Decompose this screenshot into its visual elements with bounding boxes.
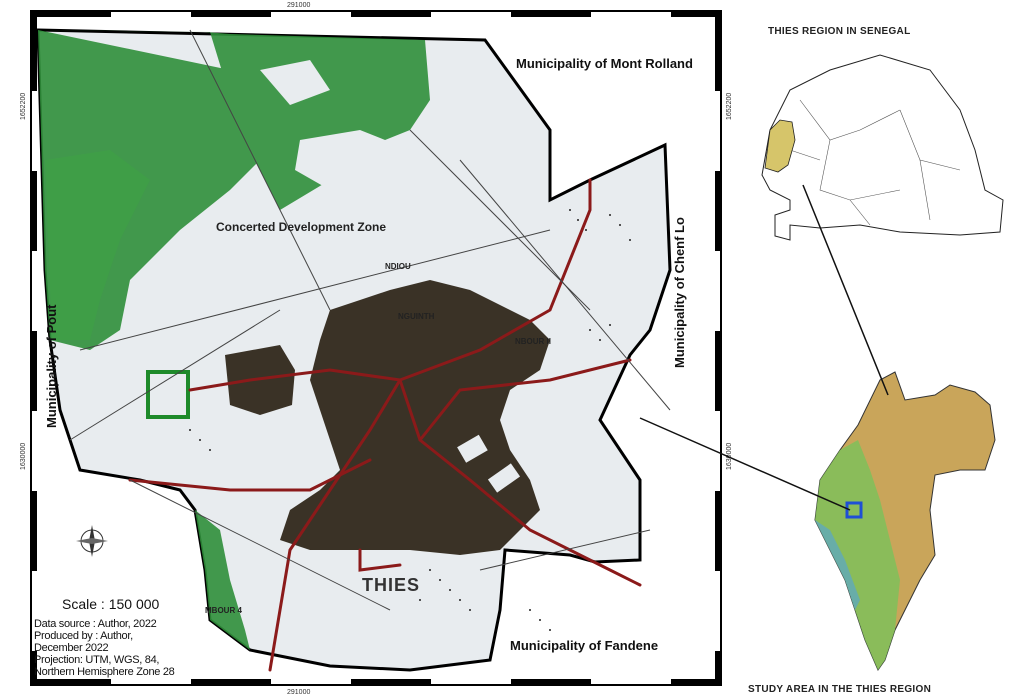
thies-region-green-zone xyxy=(815,440,900,670)
senegal-outline xyxy=(761,54,1004,241)
secondary-lines xyxy=(69,29,671,611)
label-municipality-south: Municipality of Fandene xyxy=(510,638,659,653)
info-line: December 2022 xyxy=(34,642,109,654)
urban-gap xyxy=(457,434,488,463)
map-info-block: Data source : Author, 2022 Produced by :… xyxy=(34,618,175,678)
info-line: Data source : Author, 2022 xyxy=(34,618,157,630)
place-label-1: NDIOU xyxy=(385,262,411,271)
settlement-dots xyxy=(189,209,631,631)
top-coordinate: 291000 xyxy=(287,2,311,9)
senegal-internal-boundaries xyxy=(789,99,961,226)
compass-rose-icon xyxy=(76,525,108,557)
label-zone: Concerted Development Zone xyxy=(216,220,387,234)
thies-region-in-senegal xyxy=(764,119,796,173)
scale-text: Scale : 150 000 xyxy=(62,596,160,612)
info-line: Northern Hemisphere Zone 28 xyxy=(34,666,175,678)
main-map-svg xyxy=(30,10,722,686)
study-area-marker xyxy=(845,501,863,519)
info-line: Produced by : Author, xyxy=(34,630,133,642)
inset-title-study-area: STUDY AREA IN THE THIES REGION xyxy=(748,684,932,695)
connector-line-senegal xyxy=(802,184,889,396)
site-marker-square xyxy=(146,370,190,419)
inset-title-senegal: THIES REGION IN SENEGAL xyxy=(768,26,911,37)
connector-line-study-area xyxy=(639,417,851,511)
forest-area-north xyxy=(38,30,430,350)
place-label-4: NBOUR II xyxy=(515,337,551,346)
forest-clearing-2 xyxy=(260,60,330,105)
bottom-coordinate: 291000 xyxy=(287,689,311,696)
forest-clearing xyxy=(295,130,410,190)
label-city: THIES xyxy=(362,575,421,595)
label-municipality-north: Municipality of Mont Rolland xyxy=(516,56,693,71)
road-network xyxy=(128,178,642,672)
info-line: Projection: UTM, WGS, 84, xyxy=(34,654,160,666)
thies-region-coastal xyxy=(815,520,860,610)
forest-area-west xyxy=(45,150,150,340)
place-label-2: NGUINTH xyxy=(398,312,435,321)
map-border-ticks xyxy=(31,11,721,685)
place-label-3: MBOUR 4 xyxy=(205,606,242,615)
forest-area-south xyxy=(195,510,250,650)
main-map xyxy=(30,10,722,686)
urban-gap-2 xyxy=(487,463,521,493)
